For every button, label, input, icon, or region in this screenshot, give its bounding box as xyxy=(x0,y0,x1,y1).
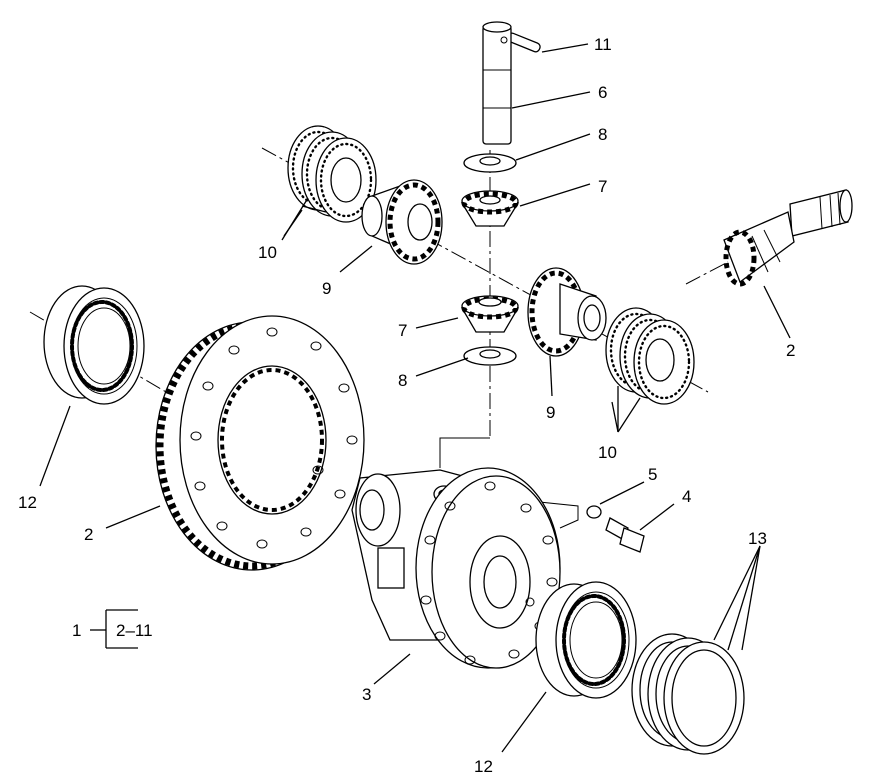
callout-7-lower: 7 xyxy=(398,321,407,340)
callout-labels: 11 6 8 7 10 9 2 7 8 9 10 12 2 5 4 13 3 1… xyxy=(18,35,795,776)
callout-5: 5 xyxy=(648,465,657,484)
friction-disc-pack-part-10-upper xyxy=(287,125,377,223)
lock-washer-part-5 xyxy=(586,505,602,519)
callout-9-upper: 9 xyxy=(322,279,331,298)
callout-9-lower: 9 xyxy=(546,403,555,422)
callout-2-pinion: 2 xyxy=(786,341,795,360)
callout-11: 11 xyxy=(594,35,612,54)
leader-lines xyxy=(39,43,791,753)
side-gear-part-9-lower xyxy=(527,267,607,357)
drive-pinion-part-2 xyxy=(723,189,853,287)
callout-8-upper: 8 xyxy=(598,125,607,144)
pinion-gear-part-7-upper xyxy=(460,190,520,227)
callout-10-upper: 10 xyxy=(258,243,277,262)
kit-item-range: 2–11 xyxy=(116,621,153,640)
callout-6: 6 xyxy=(598,83,607,102)
friction-disc-pack-part-10-lower xyxy=(605,307,695,405)
thrust-washer-part-8-upper xyxy=(463,153,517,173)
taper-bearing-part-12-left xyxy=(43,285,145,405)
callout-3: 3 xyxy=(362,685,371,704)
kit-item-number: 1 xyxy=(72,621,81,640)
callout-4: 4 xyxy=(682,487,691,506)
callout-12-left: 12 xyxy=(18,493,37,512)
ring-gear-part-2 xyxy=(155,315,365,571)
bolt-part-4 xyxy=(605,517,645,553)
side-gear-part-9-upper xyxy=(361,179,443,265)
pinion-gear-part-7-lower xyxy=(460,295,520,333)
callout-10-lower: 10 xyxy=(598,443,617,462)
callout-7-upper: 7 xyxy=(598,177,607,196)
differential-housing-part-3 xyxy=(351,467,561,669)
callout-13: 13 xyxy=(748,529,767,548)
callout-2-ring-gear: 2 xyxy=(84,525,93,544)
taper-bearing-part-12-right xyxy=(535,581,637,699)
callout-12-right: 12 xyxy=(474,757,493,776)
callout-8-lower: 8 xyxy=(398,371,407,390)
shim-rings-part-13 xyxy=(631,633,745,755)
thrust-washer-part-8-lower xyxy=(463,346,517,366)
cross-shaft-part-6 xyxy=(482,21,512,145)
